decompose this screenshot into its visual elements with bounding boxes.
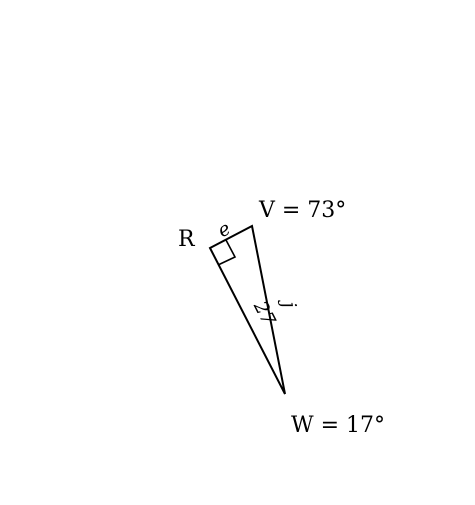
vertex-label-w: W = 17°: [291, 413, 385, 438]
vertex-label-r: R: [178, 227, 196, 252]
side-label-vw: j: [277, 296, 301, 310]
right-angle-marker: [217, 239, 237, 266]
triangle-rvw: [208, 224, 286, 395]
vertex-label-v: V = 73°: [258, 198, 346, 223]
side-label-rw: 27: [249, 297, 280, 330]
side-label-rv: e: [214, 217, 234, 242]
